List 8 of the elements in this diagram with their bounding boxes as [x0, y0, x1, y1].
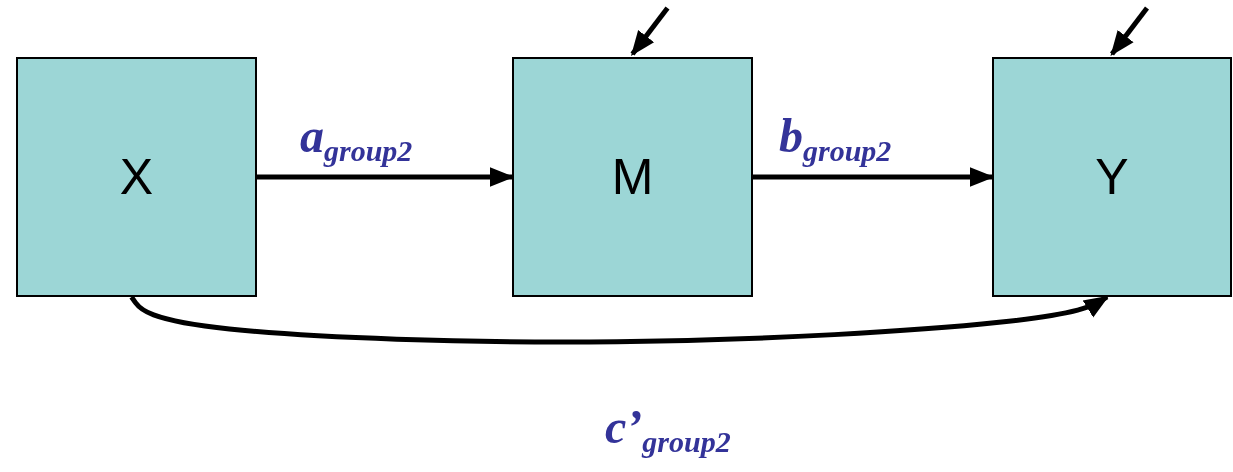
variable-box [16, 57, 257, 297]
error-arrow [1110, 6, 1149, 56]
variable-label: Y [1095, 148, 1129, 206]
variable-label: M [611, 148, 654, 206]
variable-label: X [119, 148, 154, 206]
variable-box [512, 57, 753, 297]
variable-box [992, 57, 1232, 297]
error-arrow [630, 6, 670, 56]
